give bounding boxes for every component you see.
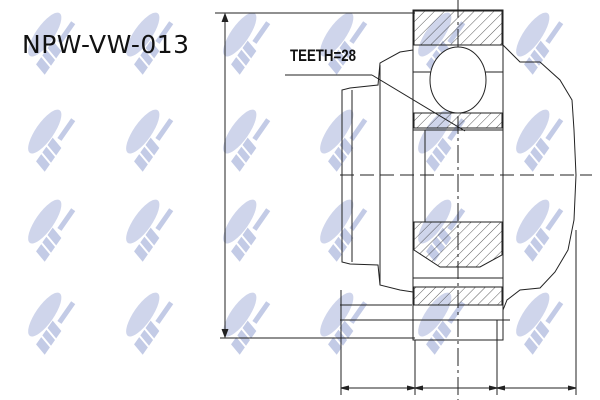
ajs-watermark-logo bbox=[223, 12, 271, 75]
ajs-watermark-logo bbox=[223, 199, 271, 262]
outer-housing bbox=[412, 9, 504, 341]
height-dimension bbox=[215, 12, 415, 339]
ajs-watermark-logo bbox=[126, 199, 174, 262]
ajs-watermark-logo bbox=[126, 109, 174, 172]
teeth-label: TEETH=28 bbox=[290, 46, 356, 65]
right-boot bbox=[502, 44, 577, 311]
left-shell bbox=[341, 49, 414, 293]
ajs-watermark-logo bbox=[320, 199, 368, 262]
ajs-watermark-logo bbox=[320, 292, 368, 355]
ajs-watermark-logo bbox=[126, 292, 174, 355]
ajs-watermark-logo bbox=[320, 12, 368, 75]
ajs-watermark-logo bbox=[223, 109, 271, 172]
ajs-watermark-logo bbox=[126, 12, 174, 75]
ajs-watermark-logo bbox=[28, 12, 76, 75]
ajs-watermark-logo bbox=[28, 199, 76, 262]
part-number: NPW-VW-013 bbox=[22, 30, 190, 59]
width-dimensions bbox=[340, 230, 577, 395]
ajs-watermark-logo bbox=[516, 109, 564, 172]
ball bbox=[429, 46, 487, 114]
ajs-watermark-logo bbox=[516, 199, 564, 262]
ajs-watermark-logo bbox=[28, 109, 76, 172]
ajs-watermark-logo bbox=[28, 292, 76, 355]
ajs-watermark-logo bbox=[320, 109, 368, 172]
ajs-watermark-logo bbox=[516, 12, 564, 75]
ajs-watermark-logo bbox=[516, 292, 564, 355]
